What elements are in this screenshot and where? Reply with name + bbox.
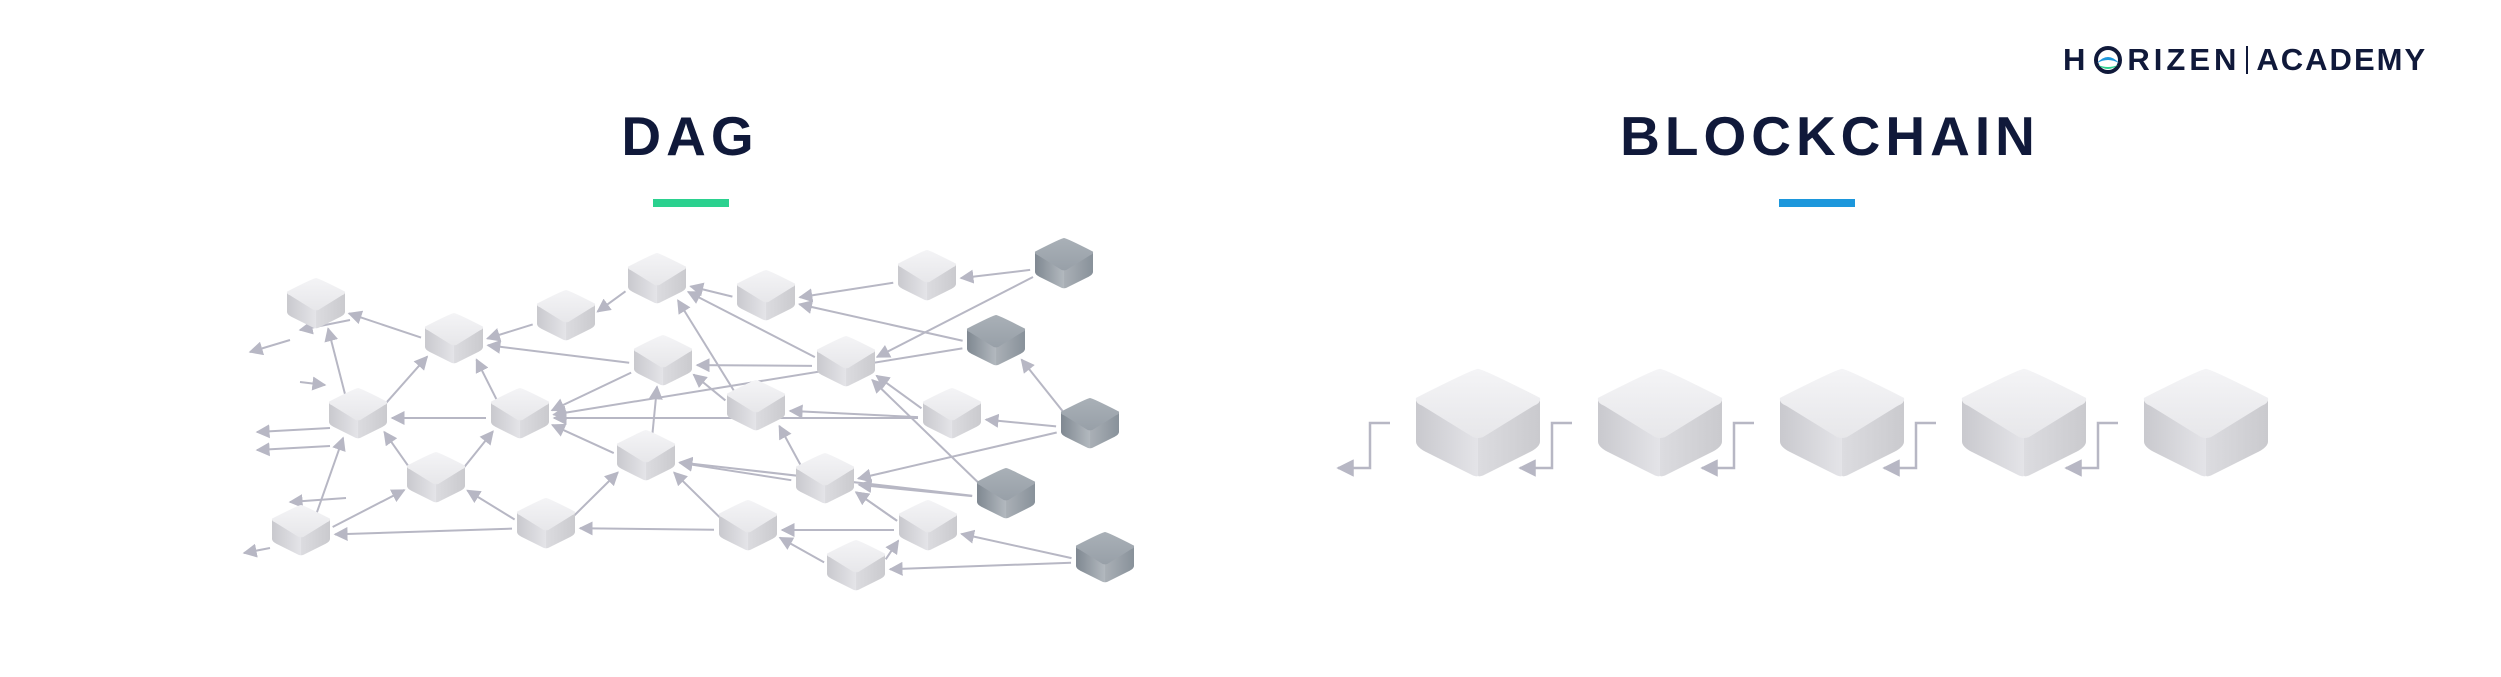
dag-block [627,253,687,304]
dag-edge-arrow [550,423,615,454]
dag-block-dark [1060,398,1120,449]
blockchain-link-arrow [1700,421,1754,477]
dag-edge-arrow [288,494,347,509]
logo-text-academy: ACADEMY [2256,42,2428,77]
dag-edge-arrow [778,424,803,468]
dag-edge-arrow [798,281,894,303]
dag-edge-arrow [692,373,727,402]
blockchain-title-underline [1779,199,1855,207]
dag-edge-arrow [856,431,1057,483]
dag-title-underline [653,199,729,207]
dag-block [516,498,576,549]
dag-edge-arrow [573,471,619,517]
dag-edge-arrow [884,539,900,560]
blockchain-blocks [1415,368,2269,477]
dag-edge-arrow [677,299,736,394]
dag-edge-arrow [984,413,1057,428]
dag-block-dark [966,315,1026,366]
logo-text-h: H [2063,42,2090,77]
dag-block [816,336,876,387]
dag-block [826,540,886,591]
blockchain-link-arrow [1518,421,1572,477]
dag-edge-arrow [788,404,919,419]
logo-text-rizen: RIZEN [2127,42,2241,77]
dag-edge-arrow [475,358,499,402]
dag-edge-arrow [462,430,494,470]
dag-title: DAG [621,105,759,167]
dag-edge-arrow [299,376,327,391]
dag-edge-arrow [333,526,513,541]
dag-edge-arrow [778,536,825,564]
blockchain-arrows [1336,421,2118,477]
dag-block [898,500,958,551]
dag-edge-arrow [596,290,627,313]
dag-edge-arrow [324,327,347,398]
dag-edge-arrow [888,561,1072,576]
dag-edge-arrow [486,339,630,364]
blockchain-link-arrow [1882,421,1936,477]
dag-edge-arrow [466,489,516,521]
dag-edge-arrow [1020,358,1066,415]
dag-edge-arrow [686,290,816,359]
dag-edge-arrow [695,358,813,373]
dag-block [726,380,786,431]
dag-edge-arrow [332,489,406,528]
dag-edge-arrow [673,471,721,519]
dag-edge-arrow [383,430,411,469]
dag-block [490,388,550,439]
dag-edge-arrow [854,491,898,522]
dag-edge-arrow [248,339,291,356]
dag-block [406,452,466,503]
blockchain-block [1779,368,1905,477]
dag-block-dark [1034,238,1094,289]
dag-block [271,505,331,556]
dag-block [536,290,596,341]
dag-block [633,335,693,386]
blockchain-block [1415,368,1541,477]
dag-block [897,250,957,301]
dag-block-dark [1075,532,1135,583]
dag-edge-arrow [485,323,533,342]
dag-block-dark [976,468,1036,519]
dag-edge-arrow [255,442,331,457]
dag-edge-arrow [648,385,663,439]
dag-edge-arrow [298,319,351,335]
blockchain-link-arrow [1336,421,1390,477]
dag-edge-arrow [678,457,792,482]
blockchain-block [2143,368,2269,477]
dag-edge-arrow [578,521,715,536]
dag-edge-arrow [384,355,429,406]
blockchain-block [1597,368,1723,477]
logo-divider [2246,46,2249,74]
dag-block [424,313,484,364]
dag-edge-arrow [798,300,963,342]
dag-block [286,278,346,329]
dag-block [922,388,982,439]
dag-block [718,500,778,551]
dag-edge-arrow [550,371,632,412]
blockchain-block [1961,368,2087,477]
dag-edge-arrow [959,268,1031,284]
dag-edge-arrow [347,310,422,339]
dag-edge-arrow [242,543,271,558]
dag-blocks [271,238,1135,591]
horizen-academy-logo: H RIZEN ACADEMY [2063,38,2427,82]
dag-block [616,430,676,481]
blockchain-title: BLOCKCHAIN [1620,105,2040,167]
horizen-logo-icon [2094,46,2123,74]
dag-edge-arrow [255,424,331,439]
dag-edge-arrow [871,379,981,485]
dag-edge-arrow [875,276,1034,358]
blockchain-link-arrow [2064,421,2118,477]
dag-edge-arrow [960,529,1072,560]
dag-block [328,388,388,439]
dag-arrows [242,268,1072,576]
dag-edge-arrow [689,282,733,298]
dag-edge-arrow [314,436,346,516]
dag-block [736,270,796,321]
dag-block [795,453,855,504]
